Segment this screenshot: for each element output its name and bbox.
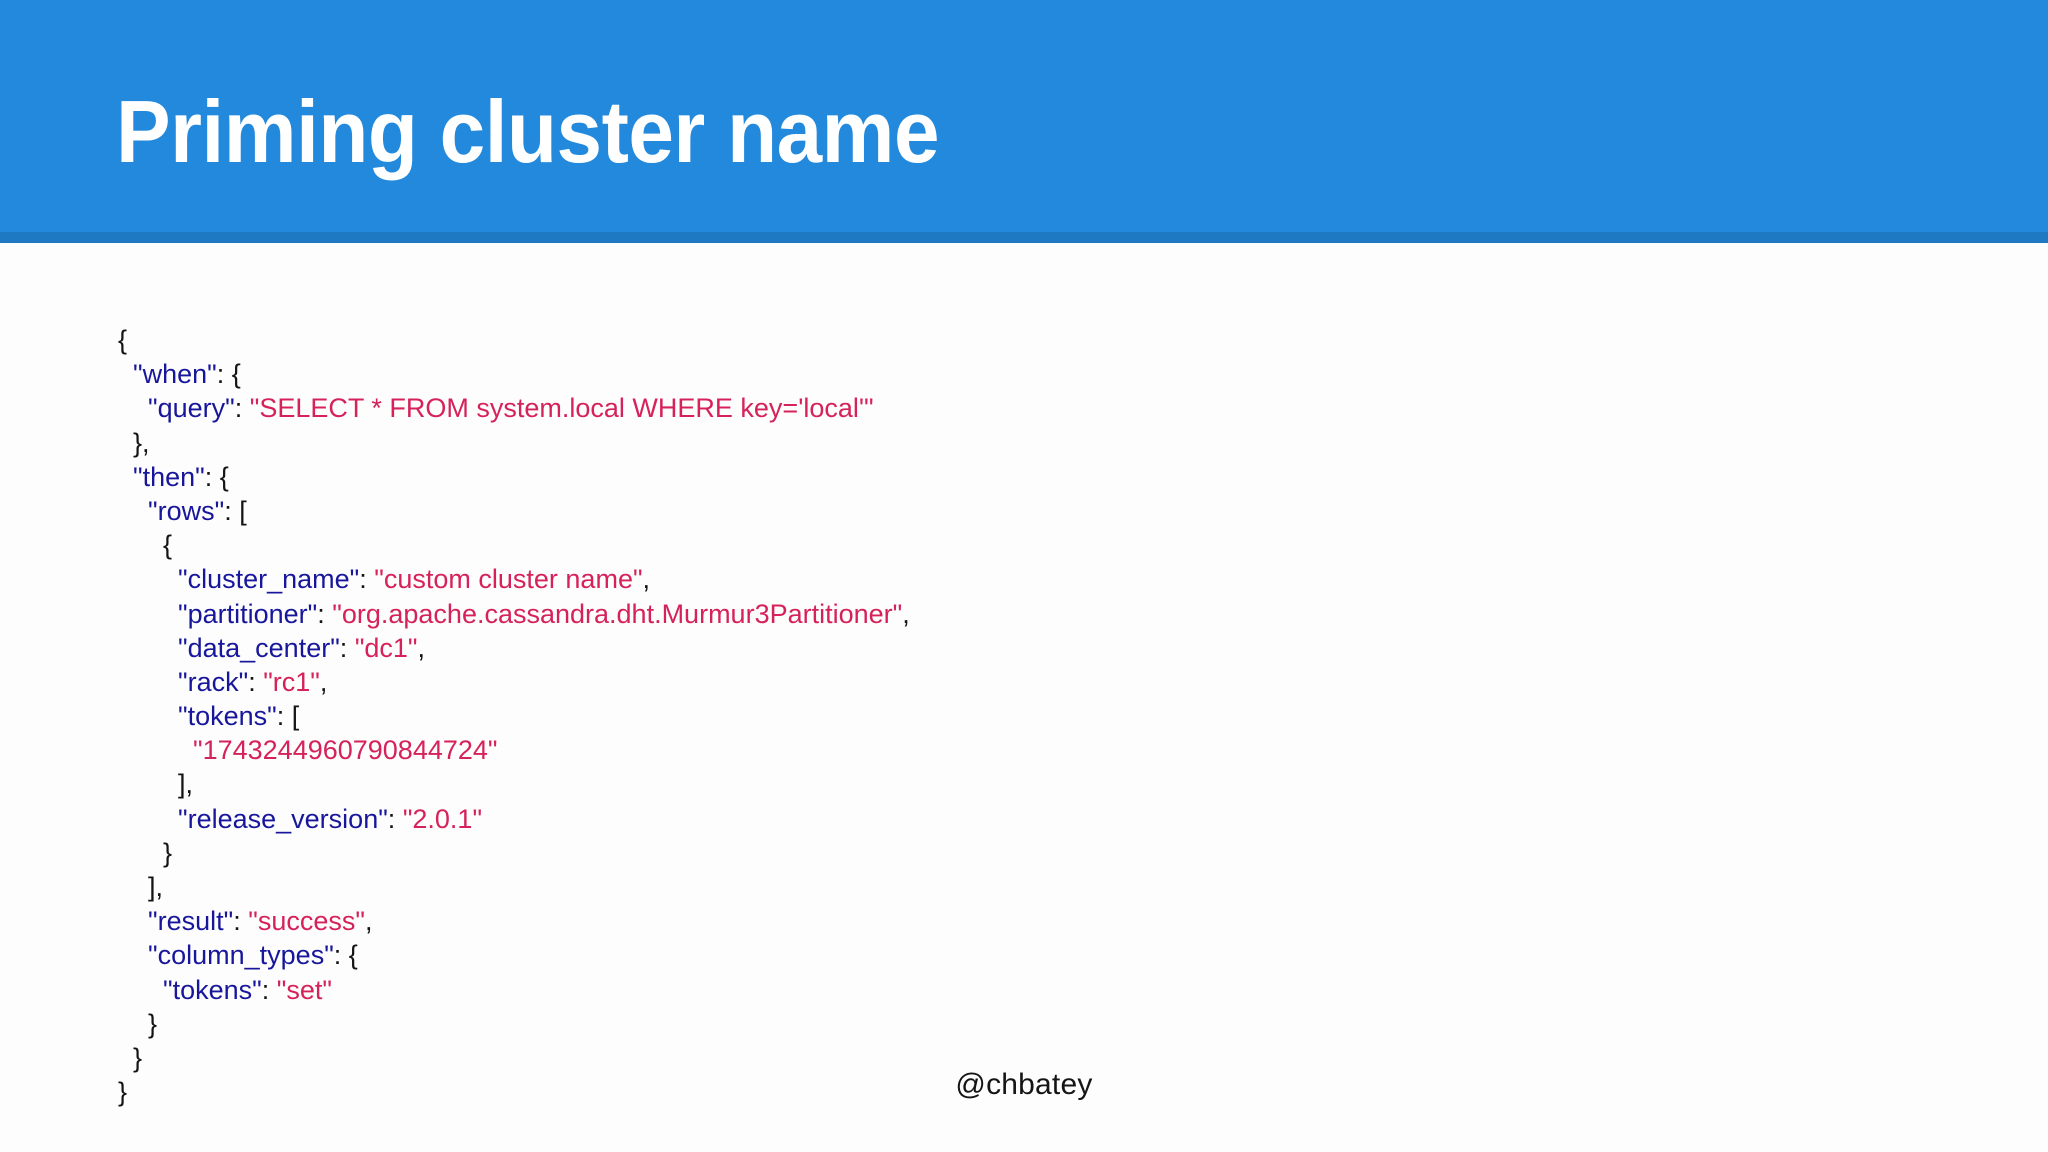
- code-line: }: [118, 1041, 910, 1075]
- code-token-punct: }: [118, 1077, 128, 1108]
- code-token-punct: ],: [148, 872, 164, 902]
- code-token-key: "cluster_name": [178, 564, 360, 595]
- code-indent: [118, 872, 148, 902]
- code-token-punct: : [: [276, 701, 300, 732]
- code-token-key: "tokens": [163, 974, 262, 1005]
- code-line: },: [118, 426, 910, 460]
- code-token-punct: :: [261, 974, 277, 1005]
- code-line: "column_types": {: [118, 938, 910, 972]
- code-token-punct: :: [234, 393, 250, 424]
- code-indent: [118, 359, 133, 389]
- code-line: "partitioner": "org.apache.cassandra.dht…: [118, 597, 910, 631]
- code-line: "query": "SELECT * FROM system.local WHE…: [118, 391, 910, 425]
- slide-header-bar: Priming cluster name: [0, 0, 2048, 243]
- code-token-punct: : {: [204, 461, 229, 492]
- code-indent: [118, 428, 133, 458]
- code-token-punct: :: [248, 666, 264, 697]
- code-token-punct: : [: [224, 495, 247, 526]
- code-indent: [118, 393, 148, 423]
- code-line: "cluster_name": "custom cluster name",: [118, 562, 910, 596]
- code-token-key: "query": [148, 393, 235, 424]
- code-indent: [118, 633, 178, 663]
- author-handle: @chbatey: [955, 1068, 1093, 1101]
- code-indent: [118, 599, 178, 629]
- code-line: }: [118, 1075, 910, 1109]
- code-token-str: "org.apache.cassandra.dht.Murmur3Partiti…: [332, 598, 903, 629]
- code-line: ],: [118, 767, 910, 801]
- code-token-str: "rc1": [263, 666, 320, 697]
- code-line: "then": {: [118, 460, 910, 494]
- code-line: "rows": [: [118, 494, 910, 528]
- code-token-punct: }: [148, 1008, 158, 1039]
- code-token-punct: ,: [417, 632, 426, 663]
- code-token-str: "dc1": [354, 632, 418, 663]
- code-token-punct: {: [118, 325, 128, 355]
- header-underline-divider: [0, 232, 2048, 243]
- code-indent: [118, 940, 148, 970]
- code-token-str: "set": [276, 974, 332, 1005]
- code-token-punct: },: [133, 427, 150, 458]
- code-token-str: "custom cluster name": [374, 564, 643, 595]
- code-token-str: "SELECT * FROM system.local WHERE key='l…: [249, 393, 874, 424]
- code-line: "tokens": [: [118, 699, 910, 733]
- code-token-str: "1743244960790844724": [193, 735, 498, 766]
- code-line: "result": "success",: [118, 904, 910, 938]
- code-token-punct: }: [163, 837, 173, 868]
- code-token-key: "partitioner": [178, 598, 318, 629]
- code-token-punct: ],: [178, 769, 194, 800]
- code-token-punct: :: [339, 632, 355, 663]
- code-indent: [118, 735, 193, 765]
- code-token-key: "rack": [178, 666, 249, 697]
- code-line: "tokens": "set": [118, 973, 910, 1007]
- json-code-block: { "when": { "query": "SELECT * FROM syst…: [118, 323, 910, 1109]
- code-token-key: "when": [133, 359, 217, 390]
- code-token-key: "rows": [148, 495, 225, 526]
- code-line: "rack": "rc1",: [118, 665, 910, 699]
- code-line: }: [118, 836, 910, 870]
- code-token-punct: :: [233, 906, 249, 937]
- code-line: "when": {: [118, 357, 910, 391]
- code-token-punct: : {: [333, 940, 358, 971]
- code-indent: [118, 769, 178, 799]
- code-token-key: "then": [133, 461, 205, 492]
- code-token-key: "result": [148, 906, 234, 937]
- code-indent: [118, 530, 163, 560]
- page-title: Priming cluster name: [116, 82, 940, 181]
- code-indent: [118, 564, 178, 594]
- code-token-punct: :: [359, 564, 375, 595]
- code-indent: [118, 804, 178, 834]
- slide-footer: @chbatey: [0, 1068, 2048, 1102]
- code-line: "release_version": "2.0.1": [118, 802, 910, 836]
- code-token-key: "tokens": [178, 701, 277, 732]
- code-token-punct: :: [317, 598, 333, 629]
- code-token-punct: {: [163, 530, 173, 561]
- code-token-punct: ,: [902, 598, 910, 629]
- code-line: }: [118, 1007, 910, 1041]
- code-token-key: "data_center": [178, 632, 340, 663]
- code-indent: [118, 462, 133, 492]
- code-token-punct: ,: [364, 906, 373, 937]
- code-token-punct: }: [133, 1042, 143, 1073]
- code-token-punct: ,: [319, 666, 328, 697]
- code-token-str: "success": [248, 906, 365, 937]
- code-token-key: "column_types": [148, 940, 334, 971]
- code-indent: [118, 667, 178, 697]
- code-line: "data_center": "dc1",: [118, 631, 910, 665]
- code-indent: [118, 975, 163, 1005]
- code-line: ],: [118, 870, 910, 904]
- code-line: {: [118, 528, 910, 562]
- code-indent: [118, 701, 178, 731]
- code-token-punct: ,: [642, 564, 651, 595]
- code-token-punct: : {: [216, 359, 241, 390]
- code-indent: [118, 1009, 148, 1039]
- code-indent: [118, 838, 163, 868]
- code-indent: [118, 906, 148, 936]
- code-token-str: "2.0.1": [402, 803, 483, 834]
- code-line: {: [118, 323, 910, 357]
- code-indent: [118, 496, 148, 526]
- code-token-punct: :: [387, 803, 403, 834]
- code-line: "1743244960790844724": [118, 733, 910, 767]
- code-token-key: "release_version": [178, 803, 388, 834]
- slide-content-area: { "when": { "query": "SELECT * FROM syst…: [0, 243, 2048, 1152]
